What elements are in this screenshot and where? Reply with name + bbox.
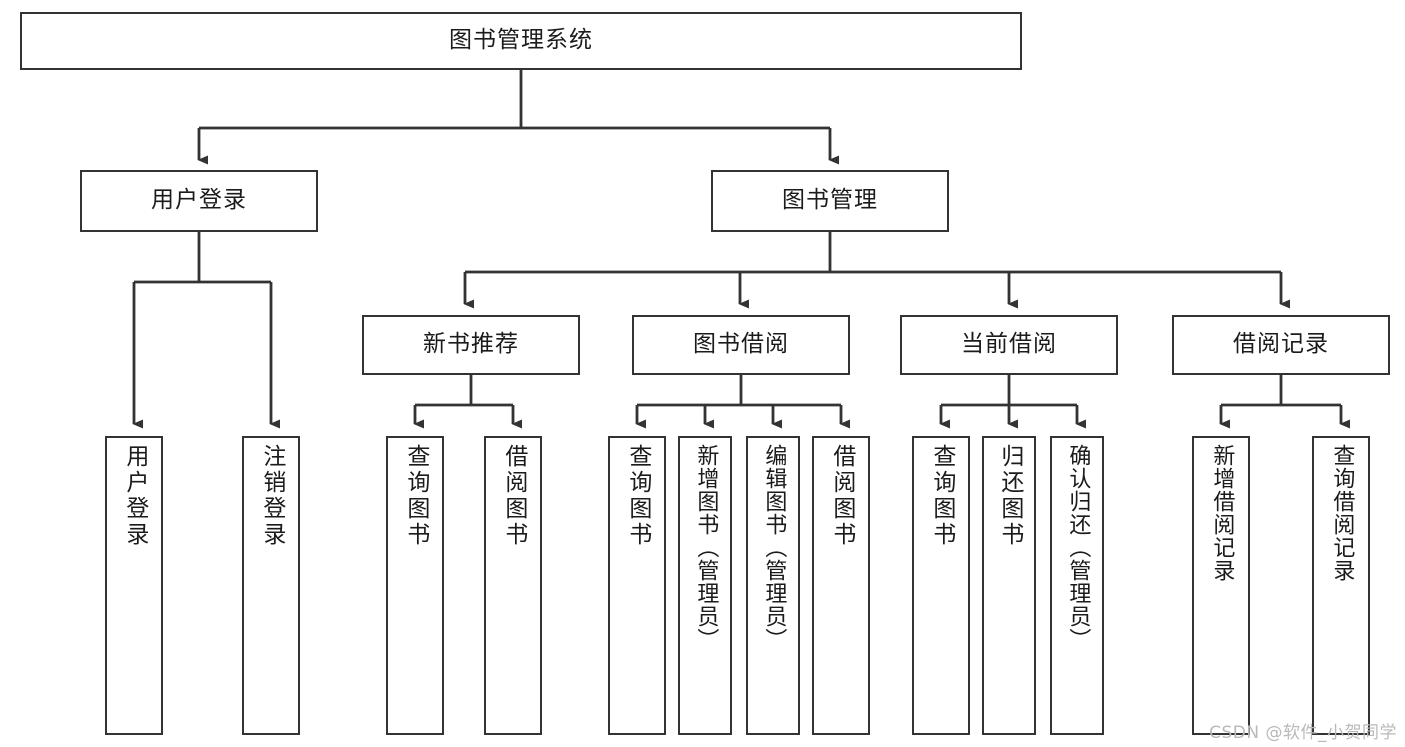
node-label: 图书管理系统 (449, 27, 593, 54)
node-current-borrow[interactable]: 当前借阅 (900, 315, 1118, 375)
node-label: 确认归还（管理员） (1065, 444, 1091, 651)
node-label: 用户登录 (151, 187, 247, 214)
leaf-borrow-query-book[interactable]: 查询图书 (608, 436, 666, 735)
node-label: 归还图书 (996, 444, 1023, 548)
leaf-records-query-record[interactable]: 查询借阅记录 (1312, 436, 1370, 735)
leaf-borrow-add-book-admin[interactable]: 新增图书（管理员） (678, 436, 732, 735)
node-root-system[interactable]: 图书管理系统 (20, 12, 1022, 70)
node-label: 查询图书 (402, 444, 429, 548)
node-label: 借阅图书 (828, 444, 855, 548)
leaf-user-login-signin[interactable]: 用户登录 (105, 436, 163, 735)
node-book-management[interactable]: 图书管理 (711, 170, 949, 232)
node-label: 当前借阅 (961, 331, 1057, 358)
node-label: 用户登录 (121, 444, 148, 548)
node-label: 借阅记录 (1233, 331, 1329, 358)
node-book-borrow[interactable]: 图书借阅 (632, 315, 850, 375)
leaf-borrow-borrow-book[interactable]: 借阅图书 (812, 436, 870, 735)
node-label: 图书管理 (782, 187, 878, 214)
leaf-recommend-query-book[interactable]: 查询图书 (386, 436, 444, 735)
leaf-current-query-book[interactable]: 查询图书 (912, 436, 970, 735)
node-user-login[interactable]: 用户登录 (80, 170, 318, 232)
node-label: 查询图书 (624, 444, 651, 548)
leaf-records-add-record[interactable]: 新增借阅记录 (1192, 436, 1250, 735)
node-label: 注销登录 (258, 444, 285, 548)
node-label: 查询图书 (928, 444, 955, 548)
leaf-borrow-edit-book-admin[interactable]: 编辑图书（管理员） (746, 436, 800, 735)
leaf-user-login-signout[interactable]: 注销登录 (242, 436, 300, 735)
watermark-text: CSDN @软件_小贺同学 (1209, 723, 1397, 743)
node-label: 新增借阅记录 (1209, 444, 1235, 582)
leaf-recommend-borrow-book[interactable]: 借阅图书 (484, 436, 542, 735)
node-label: 查询借阅记录 (1329, 444, 1355, 582)
node-label: 图书借阅 (693, 331, 789, 358)
node-new-book-recommend[interactable]: 新书推荐 (362, 315, 580, 375)
leaf-current-return-book[interactable]: 归还图书 (982, 436, 1036, 735)
node-label: 新书推荐 (423, 331, 519, 358)
node-label: 编辑图书（管理员） (761, 444, 787, 651)
node-label: 新增图书（管理员） (693, 444, 719, 651)
leaf-current-confirm-return-admin[interactable]: 确认归还（管理员） (1050, 436, 1104, 735)
node-label: 借阅图书 (500, 444, 527, 548)
node-borrow-records[interactable]: 借阅记录 (1172, 315, 1390, 375)
